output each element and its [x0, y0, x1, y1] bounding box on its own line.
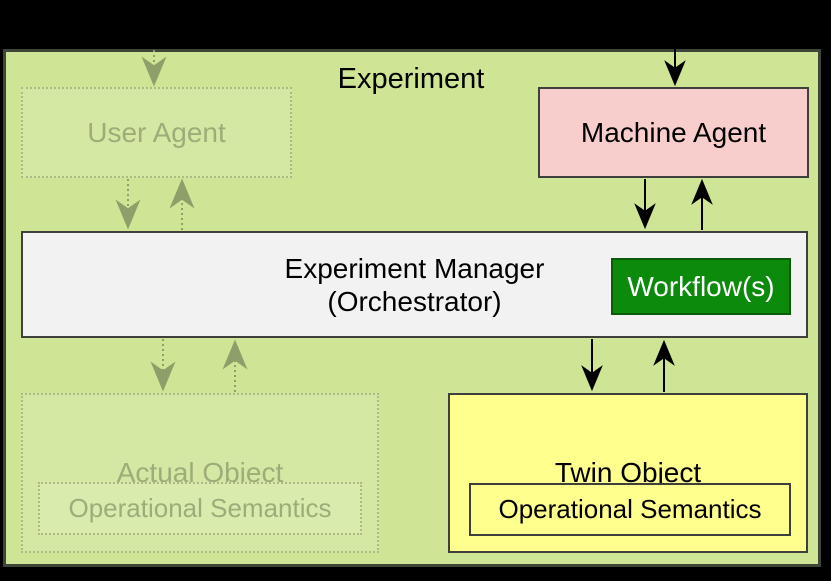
machine-agent-node: Machine Agent: [538, 87, 809, 178]
machine-agent-label: Machine Agent: [580, 116, 767, 148]
workflows-label: Workflow(s): [627, 270, 775, 302]
experiment-title: Experiment: [337, 63, 485, 95]
twin-object-label: Twin Object: [554, 457, 702, 488]
experiment-manager-label-line1: Experiment Manager: [284, 252, 545, 284]
user-agent-node: User Agent: [21, 87, 292, 178]
twin-operational-semantics-node: Operational Semantics: [469, 483, 791, 536]
actual-operational-semantics-node: Operational Semantics: [38, 482, 362, 535]
workflows-node: Workflow(s): [611, 258, 791, 315]
experiment-manager-label-line2: (Orchestrator): [327, 285, 502, 317]
user-agent-label: User Agent: [87, 116, 226, 148]
actual-operational-semantics-label: Operational Semantics: [68, 493, 332, 523]
actual-object-node: Actual Object Operational Semantics: [21, 393, 379, 553]
twin-object-node: Twin Object Operational Semantics: [448, 393, 808, 553]
twin-operational-semantics-label: Operational Semantics: [498, 494, 762, 524]
